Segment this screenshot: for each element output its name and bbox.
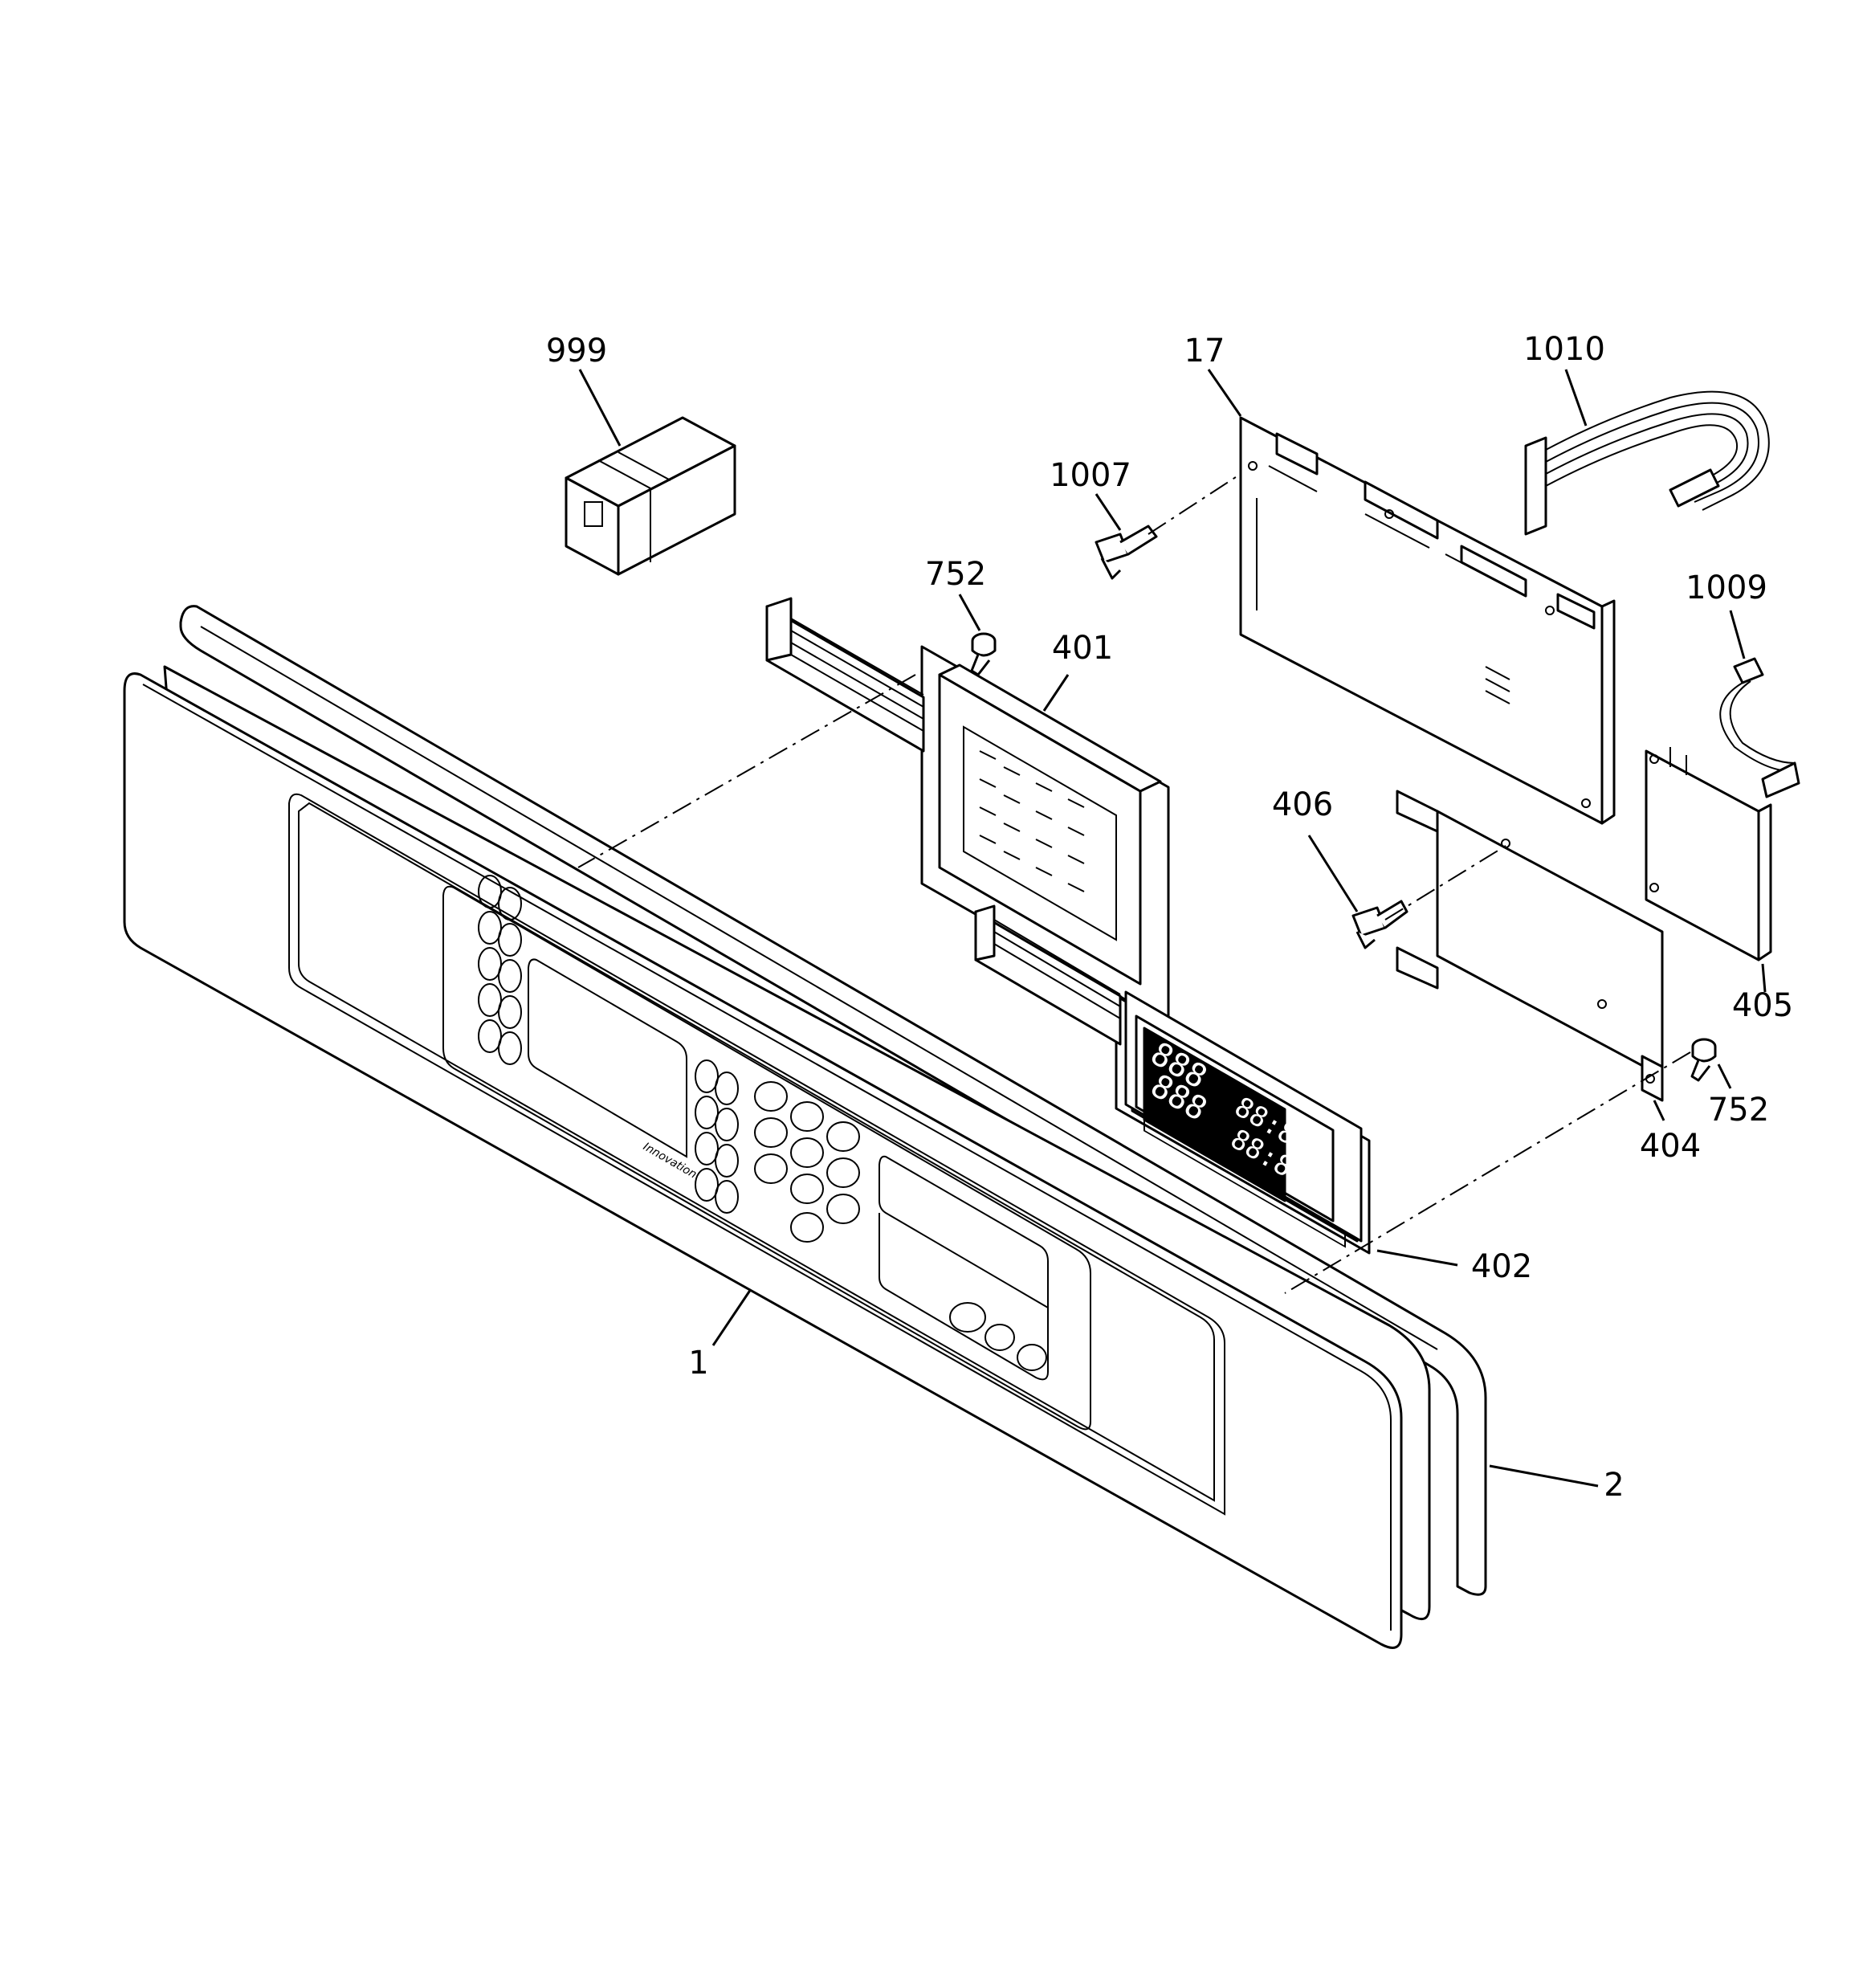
part-1010-wire-harness: [1524, 390, 1770, 536]
callout-404: 404: [1640, 1128, 1701, 1165]
callout-1009: 1009: [1686, 569, 1767, 606]
part-999-box: [565, 416, 736, 576]
part-1007-standoff: [1095, 525, 1158, 580]
part-17-relay-board: [1239, 416, 1616, 825]
assembly-lines: [577, 473, 1691, 1294]
panel-mid-buttons: [695, 1059, 739, 1214]
part-2-trim-frame: [179, 605, 1487, 1596]
part-406-standoff: [1351, 900, 1408, 949]
callout-405: 405: [1732, 987, 1793, 1024]
part-402-ribbon-cable: [974, 904, 1122, 1046]
part-405-board: [1645, 747, 1772, 961]
callout-752-upper: 752: [925, 556, 986, 593]
callout-labels: 999 17 1010 1007 752 401 1009 406 405 75…: [546, 331, 1793, 1504]
part-752-screw-lower: [1690, 1038, 1717, 1082]
callout-2: 2: [1604, 1467, 1624, 1504]
part-401-ribbon-cable: [765, 597, 925, 753]
callout-401: 401: [1052, 630, 1113, 667]
part-1-control-panel: [123, 672, 1403, 1649]
leader-lines: [578, 369, 1767, 1488]
panel-left-buttons: [478, 875, 522, 1065]
callout-999: 999: [546, 333, 607, 369]
part-402-display-face: 888 888 88:88 88:88: [1124, 990, 1363, 1243]
callout-402: 402: [1471, 1248, 1532, 1285]
part-752-screw-upper: [970, 632, 997, 676]
callout-406: 406: [1272, 786, 1333, 823]
panel-bottom-buttons: [949, 1302, 1047, 1371]
callout-1: 1: [688, 1345, 708, 1382]
callout-752-lower: 752: [1708, 1092, 1769, 1129]
callout-1010: 1010: [1523, 331, 1605, 368]
callout-17: 17: [1184, 333, 1225, 369]
part-1009-wire-harness: [1719, 657, 1800, 798]
panel-numeric-keypad: [754, 1081, 860, 1243]
part-401-control-board: [920, 645, 1170, 1026]
callout-1007: 1007: [1050, 457, 1131, 494]
part-404-bracket: [1396, 790, 1664, 1102]
